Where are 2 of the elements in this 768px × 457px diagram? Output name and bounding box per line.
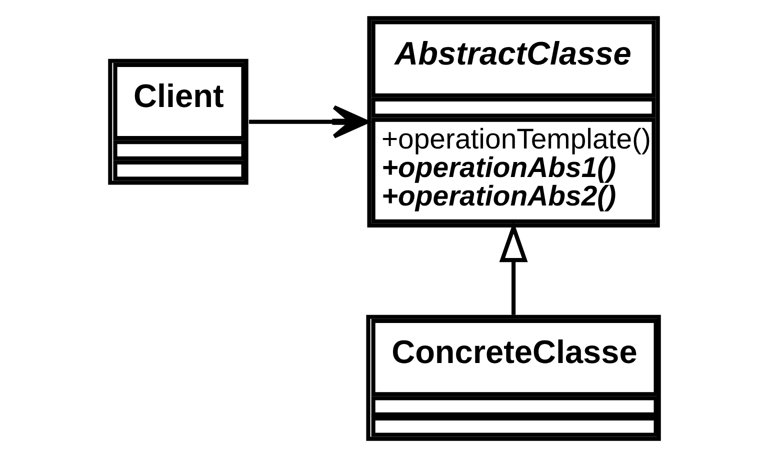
arrow: [248, 105, 368, 138]
arrow: [498, 221, 528, 315]
